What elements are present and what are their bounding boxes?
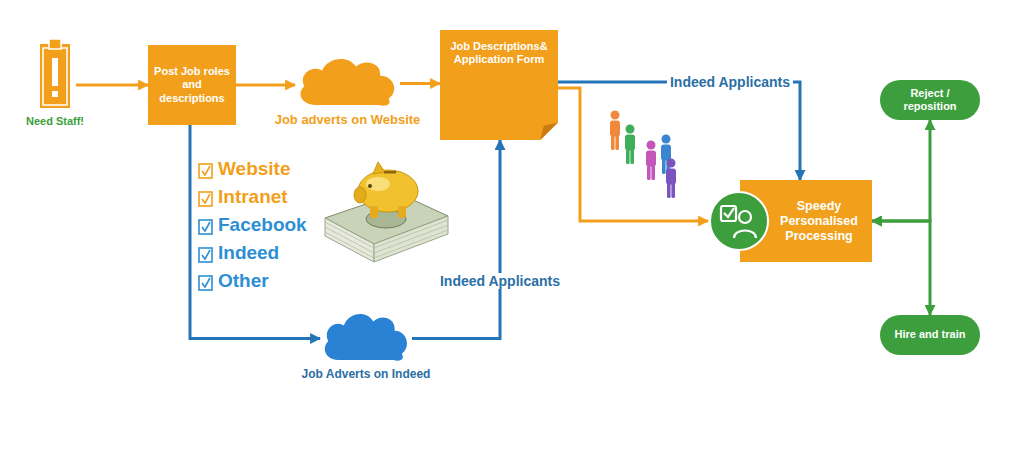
flow-connector (190, 125, 320, 339)
checkbox-icons (199, 164, 212, 290)
checklist-item: Other (218, 270, 269, 292)
flow-connector (412, 140, 500, 339)
checklist-item: Website (218, 158, 291, 180)
flow-connector (872, 221, 930, 315)
node-text: Hire and train (895, 328, 966, 341)
website-cloud: Job adverts on Website (295, 55, 400, 112)
outcome-pill: Hire and train (880, 315, 980, 355)
node-text: Reject / reposition (893, 87, 967, 113)
clipboard-icon (38, 38, 72, 110)
edge-label: Indeed Applicants (437, 273, 563, 289)
node-text: Job adverts on Website (275, 112, 421, 128)
edge-label-holder: Indeed Applicants (437, 273, 563, 289)
cloud-shape (320, 310, 412, 362)
edge-label: Indeed Applicants (667, 74, 793, 90)
document-shape: Job Descriptions& Application Form (440, 30, 558, 140)
flow-connector (236, 84, 295, 87)
applicant-figures (610, 111, 676, 199)
need-staff-icon: Need Staff! (38, 38, 72, 115)
node-text: Job Adverts on Indeed (302, 367, 431, 381)
money-piggy-illustration (325, 162, 448, 262)
flow-connector (558, 88, 708, 221)
outcome-pill: Reject / reposition (880, 80, 980, 120)
node-text: Job Descriptions& Application Form (448, 40, 550, 66)
cloud-shape (295, 55, 400, 107)
process-box: Post Job roles and descriptions (148, 45, 236, 125)
node-text: Post Job roles and descriptions (152, 65, 232, 105)
flow-connector (872, 120, 930, 221)
processing-box: Speedy Personalised Processing (708, 180, 872, 262)
node-text: Need Staff! (26, 115, 84, 128)
edge-label-holder: Indeed Applicants (667, 74, 793, 90)
reviewer-icon (708, 190, 770, 252)
indeed-cloud: Job Adverts on Indeed (320, 310, 412, 367)
flow-connector (558, 82, 800, 180)
flow-connector (400, 82, 440, 85)
flow-connector (76, 84, 148, 87)
node-text: Speedy Personalised Processing (772, 199, 866, 244)
checklist-item: Facebook (218, 214, 307, 236)
checklist-item: Intranet (218, 186, 288, 208)
checklist-item: Indeed (218, 242, 279, 264)
